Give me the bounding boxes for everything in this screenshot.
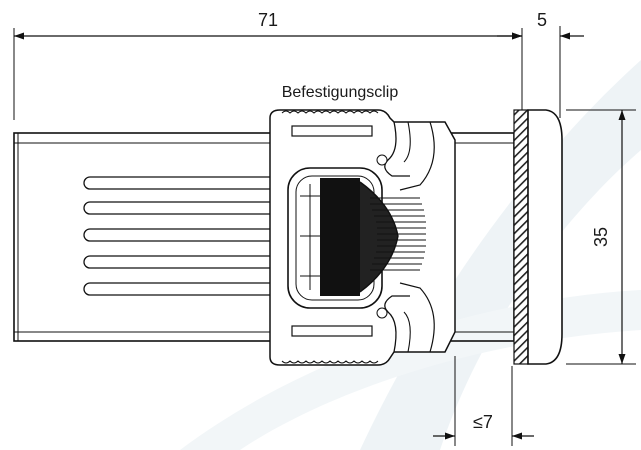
dimension-bezel-depth: 5 [497,10,584,40]
dimension-panel-thickness: ≤7 [433,412,534,440]
dimension-length-label: 71 [258,10,278,30]
clip-label: Befestigungsclip [282,84,399,101]
dimension-bezel-depth-label: 5 [537,10,547,30]
dimension-height-label: 35 [591,227,611,247]
clip-mechanism [300,178,426,296]
front-bezel [513,109,563,365]
vent-slots [83,176,285,296]
dimension-height: 35 [591,110,626,364]
dimension-length: 71 [14,10,522,40]
dimension-panel-thickness-label: ≤7 [473,412,493,432]
